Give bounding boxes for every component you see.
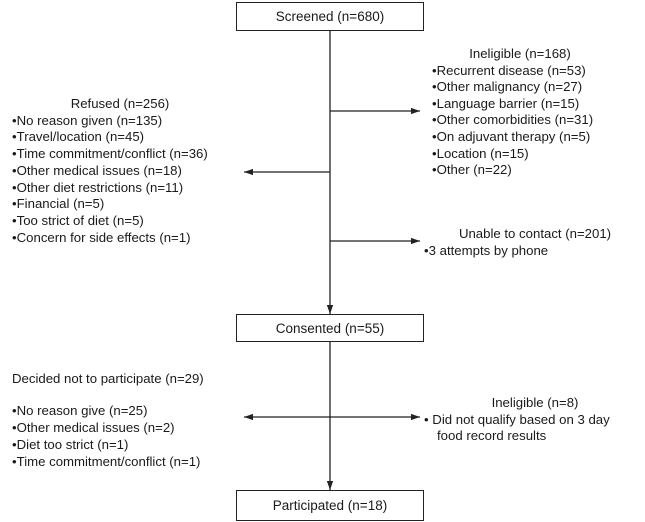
refused-item: Too strict of diet (n=5) [12,213,144,229]
unable-to-contact-item: 3 attempts by phone [424,243,549,259]
decided-not-item: Time commitment/conflict (n=1) [12,454,201,470]
ineligible-1-item: Language barrier (n=15) [432,96,580,112]
participated-label: Participated (n=18) [272,498,388,513]
ineligible-1-item: Other malignancy (n=27) [432,79,583,95]
ineligible-1-item: Recurrent disease (n=53) [432,63,586,79]
consented-box: Consented (n=55) [236,314,424,342]
ineligible-2-header: Ineligible (n=8) [491,395,579,410]
refused-item: Travel/location (n=45) [12,129,144,145]
refused-item: Concern for side effects (n=1) [12,230,191,246]
ineligible-1-item: Location (n=15) [432,146,529,162]
ineligible-1-item: Other comorbidities (n=31) [432,112,594,128]
ineligible-1-item: Other (n=22) [432,162,512,178]
ineligible-2-item: Did not qualify based on 3 day [424,412,609,428]
refused-item: Financial (n=5) [12,196,105,212]
ineligible-1-header: Ineligible (n=168) [469,46,571,61]
consented-label: Consented (n=55) [275,320,385,336]
decided-not-item: Diet too strict (n=1) [12,437,129,453]
refused-item: No reason given (n=135) [12,113,163,129]
participated-box: Participated (n=18) [236,490,424,521]
screened-box: Screened (n=680) [236,2,424,31]
refused-item: Time commitment/conflict (n=36) [12,146,208,162]
decided-not-item: Other medical issues (n=2) [12,420,175,436]
decided-not-header: Decided not to participate (n=29) [12,371,204,386]
screened-label: Screened (n=680) [275,9,385,24]
ineligible-1-item: On adjuvant therapy (n=5) [432,129,591,145]
refused-item: Other medical issues (n=18) [12,163,182,179]
refused-header: Refused (n=256) [70,96,170,111]
refused-item: Other diet restrictions (n=11) [12,180,184,196]
decided-not-item: No reason give (n=25) [12,403,148,419]
unable-to-contact-header: Unable to contact (n=201) [458,226,612,241]
ineligible-2-item-continuation: food record results [437,428,547,443]
